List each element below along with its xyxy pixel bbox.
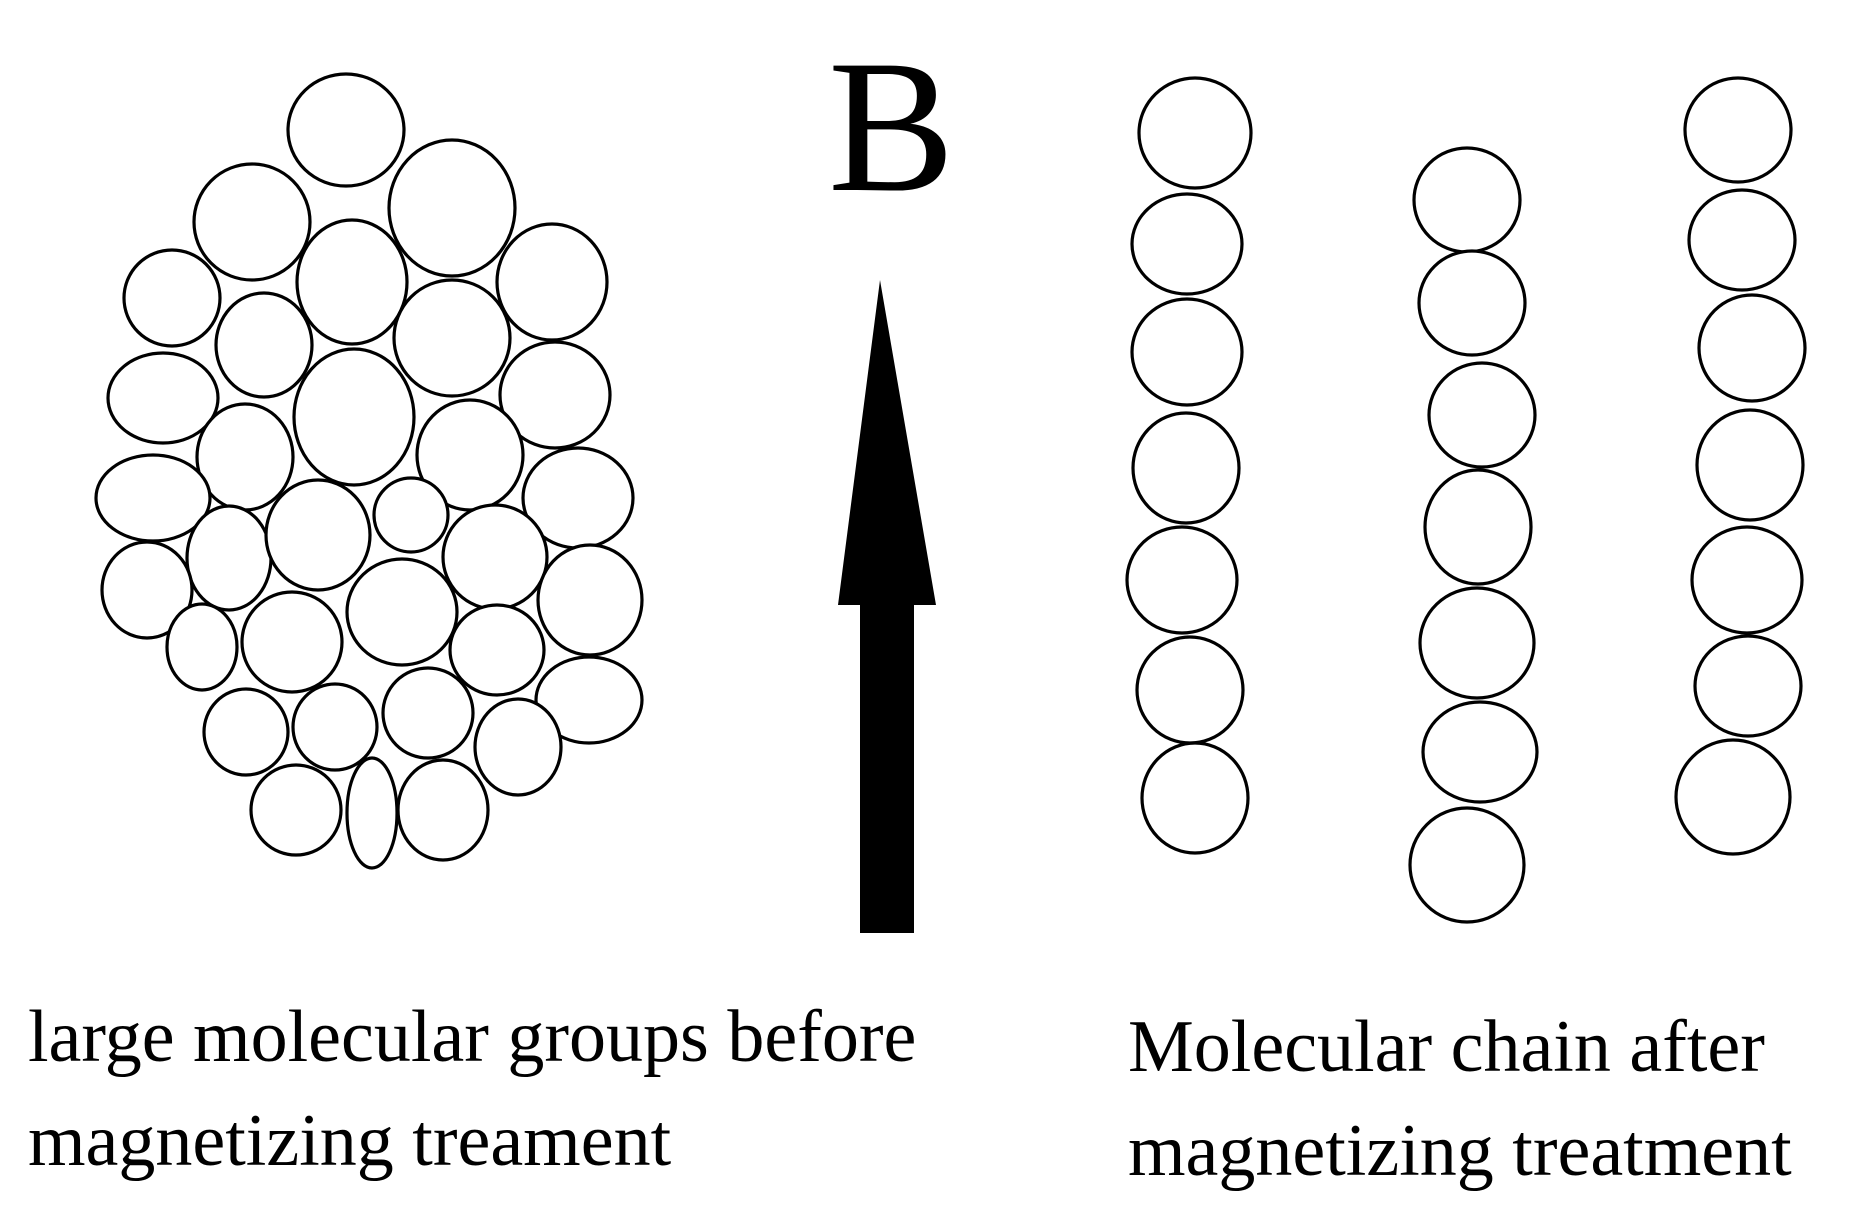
molecule xyxy=(1690,525,1804,635)
molecule xyxy=(240,590,344,694)
molecule xyxy=(1687,188,1797,292)
molecule xyxy=(498,340,612,450)
molecule xyxy=(214,291,314,399)
molecule xyxy=(1674,738,1792,856)
molecule xyxy=(345,557,459,667)
molecule xyxy=(106,351,220,445)
molecular-chain-right xyxy=(1674,76,1807,856)
molecule xyxy=(122,248,222,348)
molecule xyxy=(1135,635,1245,745)
caption-before-line-2: magnetizing treament xyxy=(28,1100,672,1182)
caption-after-line-1: Molecular chain after xyxy=(1128,1006,1765,1088)
molecule xyxy=(100,540,194,640)
molecule xyxy=(1683,76,1793,184)
molecule xyxy=(192,162,312,282)
caption-after-treatment: Molecular chain after magnetizing treatm… xyxy=(1128,995,1792,1203)
molecule xyxy=(536,543,644,657)
molecule xyxy=(1130,192,1244,296)
molecular-cluster xyxy=(94,72,644,870)
field-label: B xyxy=(828,22,955,232)
molecule xyxy=(381,666,475,760)
molecule xyxy=(1423,468,1533,586)
molecule xyxy=(165,602,239,692)
caption-before-treatment: large molecular groups before magnetizin… xyxy=(28,985,916,1193)
molecule xyxy=(1421,700,1539,804)
molecule xyxy=(387,138,517,278)
molecule xyxy=(1131,411,1241,525)
molecule xyxy=(295,218,409,346)
molecule xyxy=(202,687,290,777)
molecule xyxy=(372,476,450,554)
molecule xyxy=(345,756,399,870)
molecule xyxy=(1137,76,1253,190)
molecule xyxy=(185,504,273,612)
caption-after-line-2: magnetizing treatment xyxy=(1128,1110,1792,1192)
molecule xyxy=(1130,297,1244,407)
molecule xyxy=(1427,361,1537,469)
field-arrow xyxy=(838,280,936,933)
molecule xyxy=(1408,806,1526,924)
molecule xyxy=(473,697,563,797)
molecule xyxy=(1140,741,1250,855)
caption-before-line-1: large molecular groups before xyxy=(28,996,917,1078)
molecule xyxy=(1697,293,1807,403)
molecule xyxy=(264,478,372,592)
molecule xyxy=(1695,408,1805,522)
molecule xyxy=(249,763,343,857)
molecular-chain-left xyxy=(1125,76,1253,855)
molecule xyxy=(1412,146,1522,254)
molecule xyxy=(1125,525,1239,635)
molecule xyxy=(292,347,416,487)
molecule xyxy=(1418,586,1536,700)
molecule xyxy=(396,758,490,862)
molecular-chain-middle xyxy=(1408,146,1539,924)
molecule xyxy=(1417,249,1527,357)
molecule xyxy=(291,682,379,772)
molecule xyxy=(1693,634,1803,738)
molecule xyxy=(448,603,546,697)
molecule xyxy=(286,72,406,188)
molecule xyxy=(441,503,549,611)
molecule xyxy=(495,222,609,342)
molecule xyxy=(392,278,512,398)
molecule xyxy=(534,655,644,745)
